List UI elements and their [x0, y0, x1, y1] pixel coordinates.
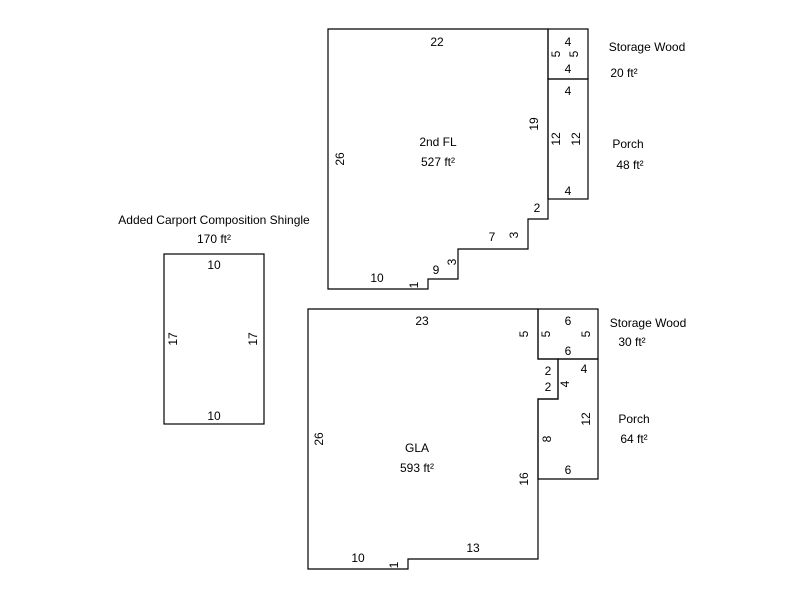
dim-label: 4: [558, 380, 572, 387]
dim-label: 12: [579, 412, 593, 426]
dim-label: 13: [466, 541, 480, 555]
area-size: 48 ft²: [616, 158, 643, 172]
dim-label: 6: [565, 314, 572, 328]
area-size: 20 ft²: [610, 66, 637, 80]
dim-label: 8: [540, 435, 554, 442]
dim-label: 1: [407, 281, 421, 288]
dim-label: 9: [433, 263, 440, 277]
area-size: 527 ft²: [421, 155, 455, 169]
carport-outline: [163, 253, 265, 425]
dim-label: 10: [207, 258, 221, 272]
dim-label: 3: [507, 231, 521, 238]
area-size: 30 ft²: [618, 335, 645, 349]
dim-label: 5: [579, 330, 593, 337]
dim-label: 26: [312, 432, 326, 446]
storage-wood-upper-area: 4 5 5 4 Storage Wood 20 ft²: [547, 28, 686, 80]
dim-label: 10: [370, 271, 384, 285]
dim-label: 4: [565, 84, 572, 98]
dim-label: 12: [569, 132, 583, 146]
dim-label: 17: [166, 332, 180, 346]
area-name: 2nd FL: [419, 135, 457, 149]
area-name: Porch: [618, 412, 649, 426]
dim-label: 4: [565, 184, 572, 198]
dim-label: 1: [387, 561, 401, 568]
area-size: 64 ft²: [620, 432, 647, 446]
dim-label: 7: [489, 230, 496, 244]
area-name: Added Carport Composition Shingle: [118, 213, 310, 227]
gla-area: 23 26 5 2 2 16 13 1 10 GLA 593 ft²: [307, 308, 559, 570]
dim-label: 2: [534, 201, 541, 215]
dim-label: 16: [517, 472, 531, 486]
dim-label: 6: [565, 344, 572, 358]
porch-upper-area: 4 12 12 4 Porch 48 ft²: [547, 78, 644, 200]
area-name: Porch: [612, 137, 643, 151]
dim-label: 3: [445, 258, 459, 265]
gla-outline: [307, 308, 559, 570]
dim-label: 2: [545, 364, 552, 378]
dim-label: 5: [539, 330, 553, 337]
porch-lower-outline: [537, 358, 599, 480]
dim-label: 10: [351, 551, 365, 565]
dim-label: 19: [527, 117, 541, 131]
dim-label: 5: [567, 50, 581, 57]
dim-label: 17: [246, 332, 260, 346]
area-size: 593 ft²: [400, 461, 434, 475]
area-name: Storage Wood: [610, 316, 687, 330]
area-name: GLA: [405, 441, 429, 455]
dim-label: 26: [333, 152, 347, 166]
dim-label: 4: [565, 62, 572, 76]
dim-label: 12: [549, 132, 563, 146]
dim-label: 22: [430, 35, 444, 49]
storage-wood-lower-area: 6 5 5 6 Storage Wood 30 ft²: [537, 308, 687, 360]
dim-label: 10: [207, 409, 221, 423]
dim-label: 5: [517, 330, 531, 337]
porch-upper-outline: [547, 78, 589, 200]
area-size: 170 ft²: [197, 232, 231, 246]
dim-label: 23: [415, 314, 429, 328]
dim-label: 2: [545, 380, 552, 394]
dim-label: 5: [549, 50, 563, 57]
dim-label: 4: [581, 362, 588, 376]
carport-area: Added Carport Composition Shingle 170 ft…: [118, 213, 310, 425]
dim-label: 6: [565, 463, 572, 477]
second-floor-area: 22 26 19 2 3 7 3 9 1 10 2nd FL 527 ft²: [327, 28, 549, 290]
area-name: Storage Wood: [609, 40, 686, 54]
dim-label: 4: [565, 35, 572, 49]
porch-lower-area: 4 4 8 12 6 Porch 64 ft²: [537, 358, 650, 480]
